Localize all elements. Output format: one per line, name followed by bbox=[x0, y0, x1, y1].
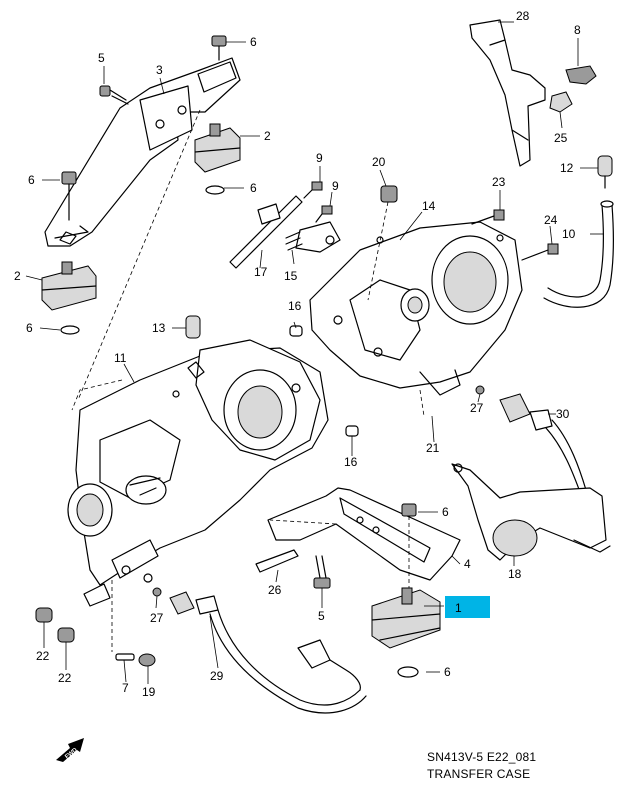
callout-6-left-lower[interactable]: 6 bbox=[26, 321, 33, 335]
part-10-breather-hose bbox=[543, 200, 614, 308]
bolt-5-top bbox=[99, 85, 129, 105]
callout-6-left-upper[interactable]: 6 bbox=[28, 173, 35, 187]
callout-12[interactable]: 12 bbox=[560, 161, 574, 175]
callout-17[interactable]: 17 bbox=[254, 265, 268, 279]
part-26-clip bbox=[255, 549, 299, 573]
callout-20[interactable]: 20 bbox=[372, 155, 386, 169]
callout-5-top[interactable]: 5 bbox=[98, 51, 105, 65]
bolt-23 bbox=[471, 209, 505, 225]
callout-13[interactable]: 13 bbox=[152, 321, 166, 335]
highlight-part-1 bbox=[445, 596, 490, 618]
clip-8 bbox=[565, 65, 597, 85]
part-12-breather-cap bbox=[597, 155, 613, 189]
bolt-5-lower bbox=[313, 555, 331, 589]
plug-20 bbox=[380, 185, 398, 203]
callout-9-lower[interactable]: 9 bbox=[332, 179, 339, 193]
part-30-sensor bbox=[499, 393, 587, 493]
callout-16-lower[interactable]: 16 bbox=[344, 455, 358, 469]
plug-22-upper bbox=[35, 607, 53, 623]
part-13-plug bbox=[185, 315, 201, 339]
callout-21[interactable]: 21 bbox=[426, 441, 440, 455]
callout-22-lower[interactable]: 22 bbox=[58, 671, 72, 685]
callout-28[interactable]: 28 bbox=[516, 9, 530, 23]
part-2-mount-left bbox=[41, 261, 97, 335]
callout-labels: 1 2 2 3 4 5 5 6 6 6 6 6 6 7 8 9 9 10 11 … bbox=[14, 9, 581, 699]
callout-6-bottom[interactable]: 6 bbox=[444, 665, 451, 679]
callout-4[interactable]: 4 bbox=[464, 557, 471, 571]
diagram-code: SN413V-5 E22_081 bbox=[427, 750, 537, 764]
pin-16-lower bbox=[345, 425, 359, 437]
callout-14[interactable]: 14 bbox=[422, 199, 436, 213]
part-1-rear-mount bbox=[371, 587, 441, 649]
bolts-9 bbox=[303, 181, 333, 223]
callout-29[interactable]: 29 bbox=[210, 669, 224, 683]
callout-23[interactable]: 23 bbox=[492, 175, 506, 189]
part-11-transfer-case bbox=[67, 339, 329, 586]
callout-24[interactable]: 24 bbox=[544, 213, 558, 227]
callout-18[interactable]: 18 bbox=[508, 567, 522, 581]
sensor-bolts bbox=[83, 583, 111, 607]
part-14-case-cover bbox=[309, 221, 523, 396]
nut-6-top bbox=[211, 35, 227, 61]
clip-25 bbox=[549, 91, 573, 113]
callout-15[interactable]: 15 bbox=[284, 269, 298, 283]
pin-7 bbox=[115, 653, 135, 661]
callout-6-mid[interactable]: 6 bbox=[250, 181, 257, 195]
callout-7[interactable]: 7 bbox=[122, 681, 129, 695]
callout-22-upper[interactable]: 22 bbox=[36, 649, 50, 663]
pin-16-upper bbox=[289, 325, 303, 337]
callout-5-lower[interactable]: 5 bbox=[318, 609, 325, 623]
bolt-27-left bbox=[152, 587, 162, 597]
diagram-title: TRANSFER CASE bbox=[427, 767, 531, 781]
leader-lines bbox=[25, 21, 604, 684]
callout-6-bracket[interactable]: 6 bbox=[442, 505, 449, 519]
callout-16-upper[interactable]: 16 bbox=[288, 299, 302, 313]
callout-25[interactable]: 25 bbox=[554, 131, 568, 145]
callout-27-left[interactable]: 27 bbox=[150, 611, 164, 625]
bolt-24 bbox=[521, 243, 559, 261]
callout-26[interactable]: 26 bbox=[268, 583, 282, 597]
callout-19[interactable]: 19 bbox=[142, 685, 156, 699]
part-2-mount-upper bbox=[194, 123, 241, 195]
callout-2-upper[interactable]: 2 bbox=[264, 129, 271, 143]
part-4-lower-bracket bbox=[267, 487, 461, 581]
callout-8[interactable]: 8 bbox=[574, 23, 581, 37]
callout-11[interactable]: 11 bbox=[114, 351, 127, 365]
part-15-plate bbox=[285, 221, 341, 253]
part-18-actuator bbox=[451, 463, 611, 561]
callout-27-right[interactable]: 27 bbox=[470, 401, 484, 415]
callout-10[interactable]: 10 bbox=[562, 227, 576, 241]
callout-30[interactable]: 30 bbox=[556, 407, 570, 421]
nut-6-bottom bbox=[397, 666, 419, 678]
nut-6-left bbox=[61, 171, 77, 221]
part-3-upper-bracket bbox=[44, 57, 241, 247]
nut-6-bracket bbox=[401, 503, 417, 596]
part-28-harness-bracket bbox=[469, 19, 546, 167]
callout-2-left[interactable]: 2 bbox=[14, 269, 21, 283]
callout-9-upper[interactable]: 9 bbox=[316, 151, 323, 165]
callout-6-top[interactable]: 6 bbox=[250, 35, 257, 49]
fwd-arrow-icon: FWD bbox=[56, 738, 84, 762]
bolt-27-right bbox=[475, 385, 485, 395]
part-17-rail bbox=[229, 195, 303, 269]
plug-22-lower bbox=[57, 627, 75, 643]
callout-3[interactable]: 3 bbox=[156, 63, 163, 77]
part-29-sensor-harness bbox=[169, 591, 367, 714]
callout-1[interactable]: 1 bbox=[455, 601, 462, 615]
washer-19 bbox=[138, 653, 156, 667]
